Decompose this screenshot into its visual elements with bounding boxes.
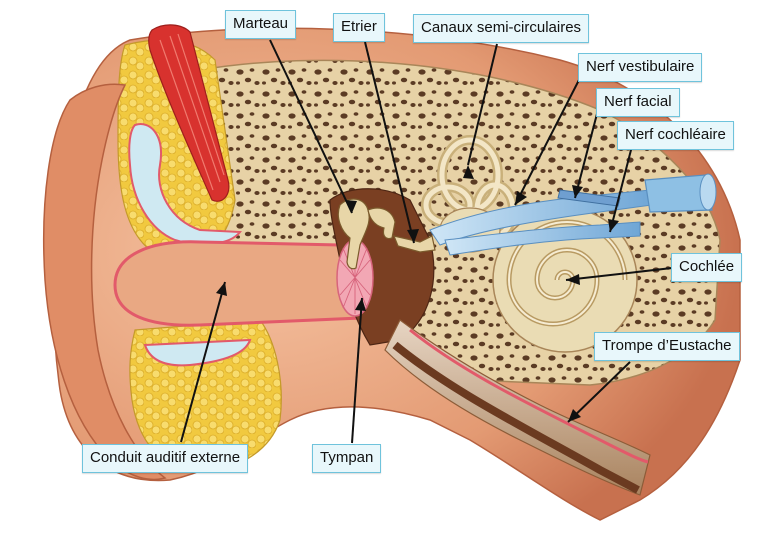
arrow-conduit xyxy=(216,282,227,296)
arrow-cochlee xyxy=(566,274,580,285)
arrow-nerf-facial xyxy=(572,185,583,198)
arrow-trompe xyxy=(568,409,581,422)
label-marteau: Marteau xyxy=(225,10,297,39)
arrow-marteau xyxy=(345,200,357,213)
muscle-fibers xyxy=(159,33,225,191)
tympanum-lines xyxy=(339,242,371,314)
temporal-muscle xyxy=(148,24,230,202)
nerves xyxy=(429,173,717,256)
line-cochlee xyxy=(565,267,673,281)
line-nerf-vestibulaire xyxy=(514,77,581,206)
label-trompe-eustache: Trompe d’Eustache xyxy=(594,332,740,361)
label-conduit-auditif-externe: Conduit auditif externe xyxy=(82,444,249,473)
line-tympan xyxy=(351,297,363,444)
arrow-canaux xyxy=(463,165,474,179)
cartilage-lower xyxy=(143,338,252,367)
arrow-nerf-cochleaire xyxy=(608,219,619,232)
label-etrier: Etrier xyxy=(333,13,385,42)
arrow-nerf-vestibulaire xyxy=(515,191,527,205)
stapes xyxy=(393,235,436,253)
arrow-etrier xyxy=(407,229,419,243)
line-trompe xyxy=(567,361,631,423)
line-conduit xyxy=(180,281,226,443)
label-tympan: Tympan xyxy=(312,444,382,473)
tube-lining xyxy=(409,328,649,464)
label-nerf-facial: Nerf facial xyxy=(596,88,680,117)
line-nerf-cochleaire xyxy=(609,145,633,233)
line-nerf-facial xyxy=(574,109,599,199)
malleus xyxy=(337,198,370,270)
line-etrier xyxy=(364,41,415,244)
incus xyxy=(367,207,396,240)
eustachian-tube xyxy=(384,319,651,496)
label-cochlee: Cochlée xyxy=(671,253,743,282)
label-canaux-semi-circulaires: Canaux semi-circulaires xyxy=(413,14,590,43)
line-marteau xyxy=(269,39,353,214)
arrow-tympan xyxy=(355,298,366,311)
line-canaux xyxy=(467,43,498,166)
label-nerf-cochleaire: Nerf cochléaire xyxy=(617,121,734,150)
tube-muscle xyxy=(392,341,640,494)
label-nerf-vestibulaire: Nerf vestibulaire xyxy=(578,53,703,82)
